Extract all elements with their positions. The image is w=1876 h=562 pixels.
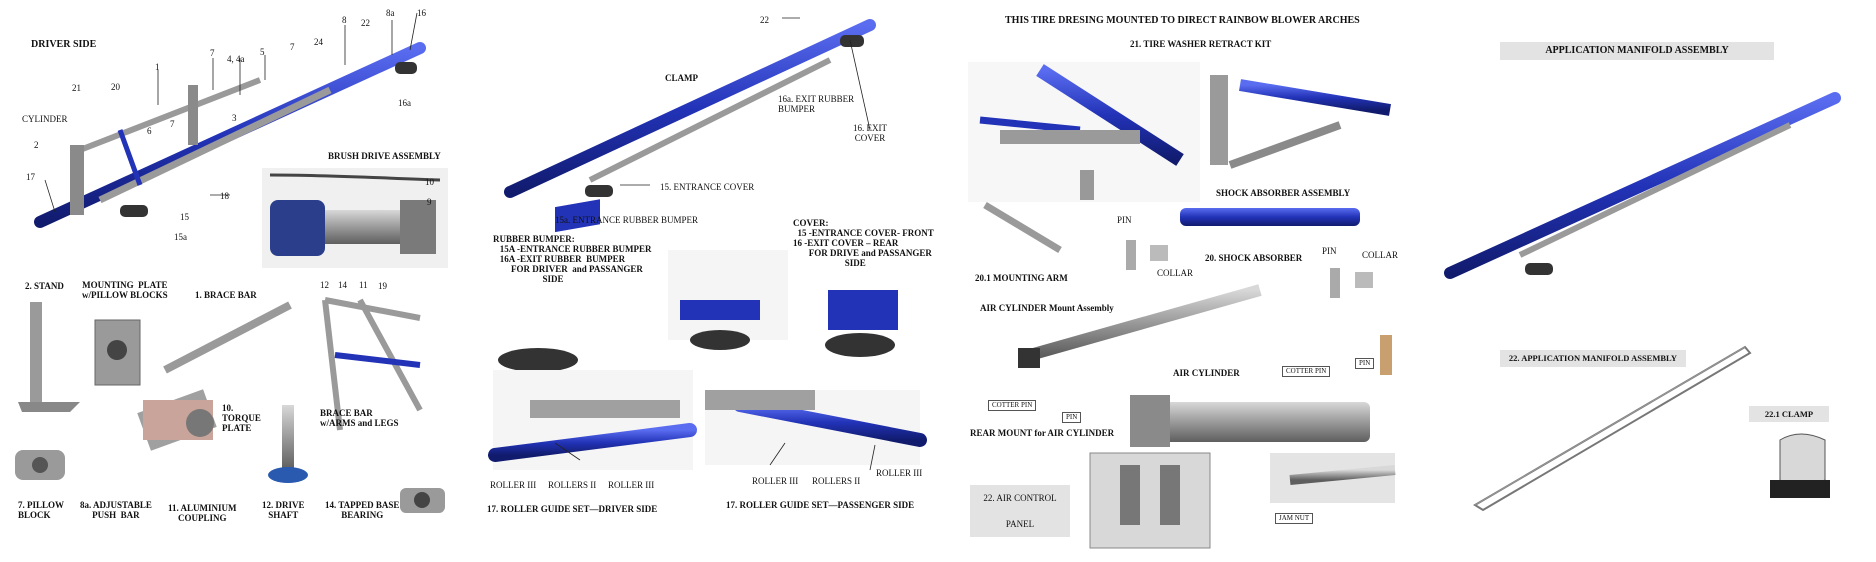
tapped-base-bearing-label: 14. TAPPED BASE BEARING [325, 500, 400, 520]
callout-4-4a: 4, 4a [227, 54, 245, 64]
manifold-heading: APPLICATION MANIFOLD ASSEMBLY [1500, 42, 1774, 60]
callout-17: 17 [26, 172, 35, 182]
shock-absorber-label: 20. SHOCK ABSORBER [1205, 253, 1303, 263]
rubber-bumper-list: RUBBER BUMPER: 15A -ENTRANCE RUBBER BUMP… [493, 234, 652, 284]
cover-list: COVER: 15 -ENTRANCE COVER- FRONT 16 -EXI… [793, 218, 934, 268]
aluminium-coupling-label: 11. ALUMINIUM COUPLING [168, 503, 237, 523]
callout-19: 19 [378, 281, 387, 291]
jam-nut-tag: JAM NUT [1275, 513, 1314, 524]
callout-14: 14 [338, 280, 347, 290]
shock-absorber-assembly-label: SHOCK ABSORBER ASSEMBLY [1216, 188, 1351, 198]
roller-iii-label-a: ROLLER III [490, 480, 537, 490]
parts-row-drawings [15, 297, 445, 513]
retract-heading: THIS TIRE DRESING MOUNTED TO DIRECT RAIN… [1005, 15, 1360, 26]
driver-side-title: DRIVER SIDE [31, 39, 97, 50]
torque-plate-label: 10. TORQUE PLATE [222, 403, 261, 433]
callout-1: 1 [155, 62, 160, 72]
pin-tag-d: PIN [1355, 358, 1375, 369]
entrance-rubber-bumper-label: 15a. ENTRANCE RUBBER BUMPER [555, 215, 699, 225]
callout-22-roller: 22 [760, 15, 769, 25]
callout-16: 16 [417, 8, 426, 18]
callout-3: 3 [232, 113, 237, 123]
pin-tag-c: PIN [1062, 412, 1082, 423]
collar-label-a: COLLAR [1157, 268, 1193, 278]
callout-8: 8 [342, 15, 347, 25]
callout-15: 15 [180, 212, 189, 222]
manifold-drawings [1444, 92, 1841, 512]
adjustable-push-bar-label: 8a. ADJUSTABLE PUSH BAR [80, 500, 152, 520]
retract-kit-label: 21. TIRE WASHER RETRACT KIT [1130, 39, 1272, 49]
exit-rubber-bumper-label: 16a. EXIT RUBBER BUMPER [778, 94, 855, 114]
roller-iii-label-d: ROLLER III [876, 468, 923, 478]
roller-guide-drawings [488, 370, 927, 470]
stand-label: 2. STAND [25, 281, 64, 291]
drive-shaft-label: 12. DRIVE SHAFT [262, 500, 305, 520]
callout-6: 6 [147, 126, 152, 136]
roller-assembly-drawing [504, 19, 876, 198]
cylinder-label: CYLINDER [22, 114, 68, 124]
roller-iii-label-b: ROLLER III [608, 480, 655, 490]
air-cylinder-label: AIR CYLINDER [1173, 368, 1240, 378]
exit-cover-label: 16. EXIT COVER [853, 123, 887, 143]
callout-11: 11 [359, 280, 368, 290]
bumper-cover-drawings [498, 199, 898, 372]
pin-label-a: PIN [1117, 215, 1132, 225]
clamp-22-1-label: 22.1 CLAMP [1749, 406, 1829, 422]
entrance-cover-label: 15. ENTRANCE COVER [660, 182, 755, 192]
rollers-ii-label-a: ROLLERS II [548, 480, 597, 490]
air-cylinder-mount-label: AIR CYLINDER Mount Assembly [980, 303, 1114, 313]
rear-mount-label: REAR MOUNT for AIR CYLINDER [970, 428, 1115, 438]
clamp-label: CLAMP [665, 73, 698, 83]
rollers-ii-label-b: ROLLERS II [812, 476, 861, 486]
retract-kit-drawings [968, 62, 1396, 549]
brace-bar-label: 1. BRACE BAR [195, 290, 257, 300]
callout-7-b: 7 [290, 42, 295, 52]
brace-bar-arms-label: BRACE BAR w/ARMS and LEGS [320, 408, 399, 428]
callout-12: 12 [320, 280, 329, 290]
brush-drive-photo [262, 168, 448, 268]
callout-18: 18 [220, 191, 229, 201]
callout-16a: 16a [398, 98, 411, 108]
callout-2: 2 [34, 140, 39, 150]
pillow-block-label: 7. PILLOW BLOCK [18, 500, 65, 520]
callout-7-c: 7 [170, 119, 175, 129]
roller-guide-driver-label: 17. ROLLER GUIDE SET—DRIVER SIDE [487, 504, 658, 514]
callout-22: 22 [361, 18, 370, 28]
pin-label-b: PIN [1322, 246, 1337, 256]
mounting-plate-label: MOUNTING PLATE w/PILLOW BLOCKS [82, 280, 168, 300]
cotter-pin-tag-b: COTTER PIN [1282, 366, 1331, 377]
mounting-arm-label: 20.1 MOUNTING ARM [975, 273, 1068, 283]
callout-7-a: 7 [210, 48, 215, 58]
callout-10: 10 [425, 177, 434, 187]
callout-21: 21 [72, 83, 81, 93]
roller-guide-passenger-label: 17. ROLLER GUIDE SET—PASSENGER SIDE [726, 500, 915, 510]
callout-5: 5 [260, 47, 265, 57]
cotter-pin-tag-a: COTTER PIN [988, 400, 1037, 411]
air-control-panel-label: 22. AIR CONTROL PANEL [970, 485, 1070, 537]
roller-iii-label-c: ROLLER III [752, 476, 799, 486]
callout-24: 24 [314, 37, 323, 47]
callout-9: 9 [427, 197, 432, 207]
callout-20: 20 [111, 82, 120, 92]
callout-15a: 15a [174, 232, 187, 242]
leader-lines [44, 12, 876, 471]
manifold-sub-heading: 22. APPLICATION MANIFOLD ASSEMBLY [1500, 350, 1686, 367]
callout-8a: 8a [386, 8, 395, 18]
brush-drive-assembly-label: BRUSH DRIVE ASSEMBLY [328, 151, 441, 161]
collar-label-b: COLLAR [1362, 250, 1398, 260]
driver-side-assembly-drawing [34, 42, 426, 228]
